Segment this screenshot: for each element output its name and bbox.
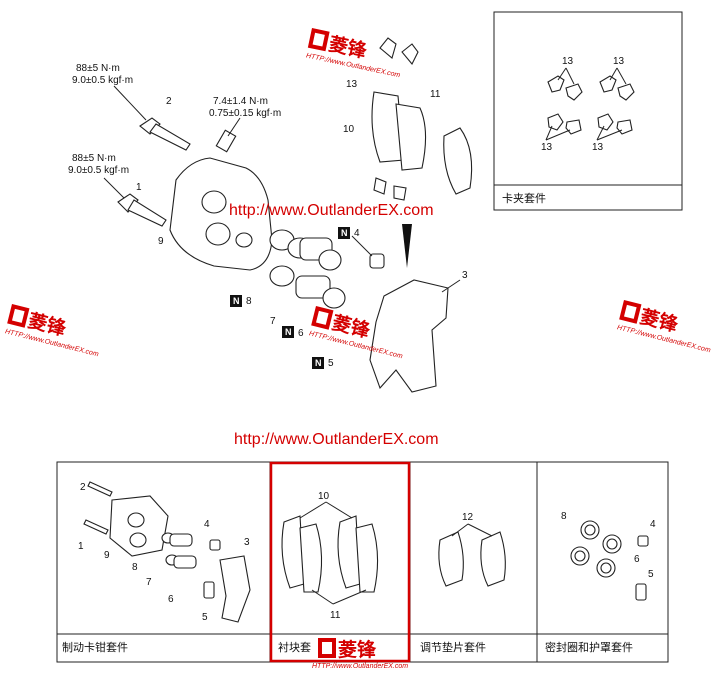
torque-specs: 88±5 N·m 9.0±0.5 kgf·m 7.4±1.4 N·m 0.75±… bbox=[68, 63, 281, 176]
callout-13: 13 bbox=[613, 56, 625, 67]
callout-5: 5 bbox=[202, 612, 208, 623]
callout-4: 4 bbox=[650, 519, 656, 530]
watermark-url-middle: http://www.OutlanderEX.com bbox=[234, 431, 439, 448]
callout-8: 8 bbox=[246, 296, 252, 307]
callout-11: 11 bbox=[430, 89, 441, 100]
torque-bolt2-kgf: 9.0±0.5 kgf·m bbox=[72, 75, 133, 86]
callout-7: 7 bbox=[146, 577, 152, 588]
guide-bolt-1 bbox=[103, 177, 167, 227]
callout-13: 13 bbox=[346, 79, 358, 90]
callout-8: 8 bbox=[561, 511, 567, 522]
callout-10: 10 bbox=[318, 491, 330, 502]
callout-13: 13 bbox=[592, 142, 604, 153]
callout-9: 9 bbox=[158, 236, 164, 247]
install-direction-arrow bbox=[402, 224, 412, 268]
caliper-kit-drawing bbox=[83, 481, 251, 623]
torque-bleeder-kgf: 0.75±0.15 kgf·m bbox=[209, 108, 281, 119]
callout-4: 4 bbox=[354, 228, 360, 239]
watermark-logo: 菱锋 HTTP://www.OutlanderEX.com bbox=[4, 304, 99, 358]
torque-bolt1-nm: 88±5 N·m bbox=[72, 153, 116, 164]
callout-1: 1 bbox=[78, 541, 84, 552]
svg-text:N: N bbox=[285, 327, 292, 337]
callout-7: 7 bbox=[270, 316, 276, 327]
piston-seal-set bbox=[269, 229, 346, 309]
caliper-support-3 bbox=[369, 279, 449, 393]
clip-kit-frame bbox=[493, 11, 683, 211]
pad-kit-highlight-box bbox=[269, 461, 411, 663]
pad-group bbox=[371, 37, 427, 201]
pad-kit-drawing bbox=[281, 501, 379, 605]
callout-1: 1 bbox=[136, 182, 142, 193]
replace-marker-4: N bbox=[338, 227, 350, 239]
callout-3: 3 bbox=[244, 537, 250, 548]
seal-kit-drawing bbox=[570, 520, 649, 601]
torque-bolt2-nm: 88±5 N·m bbox=[76, 63, 120, 74]
svg-text:HTTP://www.OutlanderEX.com: HTTP://www.OutlanderEX.com bbox=[312, 663, 408, 670]
callout-11: 11 bbox=[330, 610, 341, 621]
clip-kit-panel: 卡夹套件 13 13 13 13 bbox=[493, 11, 683, 211]
svg-text:N: N bbox=[233, 296, 240, 306]
callout-2: 2 bbox=[166, 96, 172, 107]
callout-13: 13 bbox=[541, 142, 553, 153]
watermark-logo: 菱锋 HTTP://www.OutlanderEX.com bbox=[616, 300, 711, 354]
callout-5: 5 bbox=[648, 569, 654, 580]
replace-marker-6: N bbox=[282, 326, 294, 338]
watermark-url-top: http://www.OutlanderEX.com bbox=[229, 202, 434, 219]
callout-12: 12 bbox=[462, 512, 474, 523]
callout-2: 2 bbox=[80, 482, 86, 493]
pad-kit-label: 衬块套 bbox=[278, 641, 311, 654]
shim-kit-drawing bbox=[438, 523, 506, 587]
guide-bolt-2 bbox=[113, 85, 191, 151]
pad-shim bbox=[443, 127, 473, 195]
kit-table: 制动卡钳套件 衬块套 调节垫片套件 密封圈和护罩套件 2 1 9 8 7 6 5… bbox=[56, 461, 669, 663]
clip-kit-label: 卡夹套件 bbox=[502, 192, 546, 205]
main-exploded-view: 2 1 9 bbox=[103, 37, 473, 393]
bleeder-screw bbox=[215, 117, 241, 153]
replace-marker-8: N bbox=[230, 295, 242, 307]
callout-6: 6 bbox=[298, 328, 304, 339]
svg-text:N: N bbox=[315, 358, 322, 368]
clip-drawings bbox=[545, 67, 635, 141]
callout-6: 6 bbox=[634, 554, 640, 565]
callout-9: 9 bbox=[104, 550, 110, 561]
callout-5: 5 bbox=[328, 358, 334, 369]
callout-8: 8 bbox=[132, 562, 138, 573]
torque-bolt1-kgf: 9.0±0.5 kgf·m bbox=[68, 165, 129, 176]
svg-text:N: N bbox=[341, 228, 348, 238]
caliper-kit-label: 制动卡钳套件 bbox=[62, 641, 128, 654]
svg-text:菱锋: 菱锋 bbox=[338, 638, 377, 661]
torque-bleeder-nm: 7.4±1.4 N·m bbox=[213, 96, 268, 107]
watermark-logo: 菱锋 HTTP://www.OutlanderEX.com bbox=[312, 638, 408, 670]
dust-boot-4 bbox=[351, 235, 385, 269]
replace-marker-5: N bbox=[312, 357, 324, 369]
callout-4: 4 bbox=[204, 519, 210, 530]
callout-6: 6 bbox=[168, 594, 174, 605]
seal-kit-label: 密封圈和护罩套件 bbox=[545, 640, 633, 654]
shim-kit-label: 调节垫片套件 bbox=[420, 640, 486, 654]
callout-13: 13 bbox=[562, 56, 574, 67]
callout-10: 10 bbox=[343, 124, 355, 135]
callout-3: 3 bbox=[462, 270, 468, 281]
